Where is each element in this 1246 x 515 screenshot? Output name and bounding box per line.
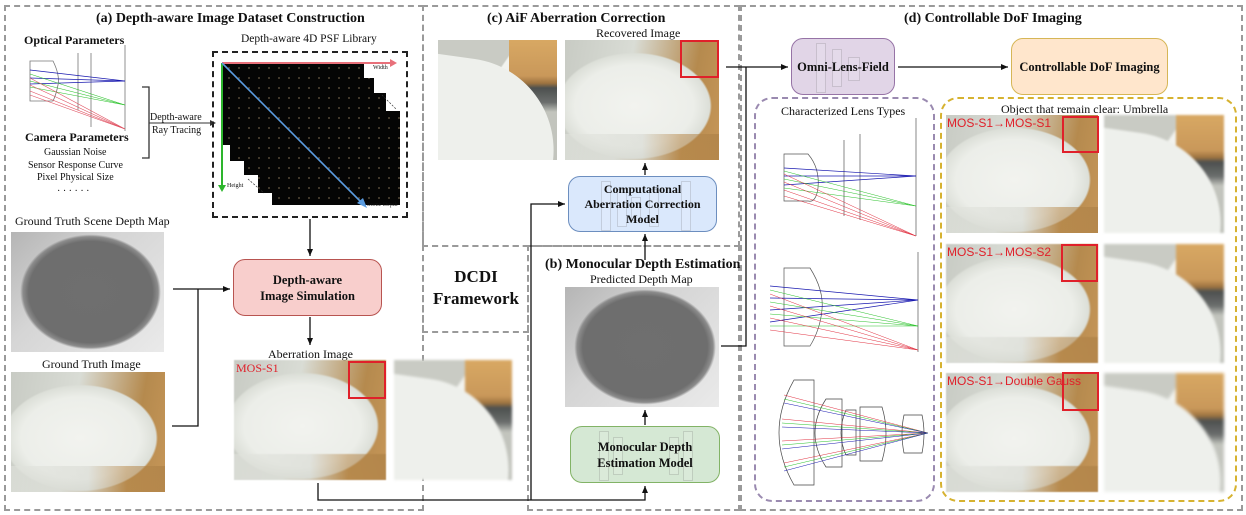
camera-item-pixel-size: Pixel Physical Size xyxy=(37,172,114,183)
gt-image xyxy=(11,372,165,492)
result-label-2: MOS-S1→MOS-S2 xyxy=(947,245,1052,259)
section-b-frame xyxy=(527,245,740,511)
section-a-title: (a) Depth-aware Image Dataset Constructi… xyxy=(96,11,365,26)
psf-library-frame xyxy=(212,51,408,218)
psf-axis-depth-label: Scene Depth xyxy=(367,202,398,208)
optical-parameters-label: Optical Parameters xyxy=(24,33,125,47)
result-crop-1 xyxy=(1104,115,1224,233)
aberration-crop-image xyxy=(394,360,512,480)
aberration-lens-label: MOS-S1 xyxy=(236,361,279,375)
dof-node-label: Controllable DoF Imaging xyxy=(1019,59,1160,74)
predicted-depth-title: Predicted Depth Map xyxy=(590,272,693,286)
framework-label-line-1: DCDI xyxy=(454,267,498,286)
ray-tracing-label-1: Depth-aware xyxy=(150,112,202,123)
camera-items-ellipsis: · · · · · · xyxy=(57,186,90,197)
psf-axis-height-label: Height xyxy=(227,183,244,189)
result-crop-2 xyxy=(1104,244,1224,363)
correction-node-line-2: Aberration Correction xyxy=(584,196,701,211)
recovered-image xyxy=(565,40,719,160)
ray-tracing-label-2: Ray Tracing xyxy=(152,125,202,136)
lens-types-title: Characterized Lens Types xyxy=(781,104,906,118)
lens-diagram-mos-s1 xyxy=(783,118,917,237)
result-label-3: MOS-S1→Double Gauss xyxy=(947,374,1082,388)
clear-object-title: Object that remain clear: Umbrella xyxy=(1001,102,1169,116)
gt-depth-map-image xyxy=(11,232,164,352)
lens-diagram-mos-s2 xyxy=(769,252,919,352)
result-image-2 xyxy=(946,244,1098,363)
lens-diagram-double-gauss xyxy=(778,379,929,486)
section-b-title: (b) Monocular Depth Estimation xyxy=(545,257,741,272)
recovered-crop-image xyxy=(438,40,557,160)
simulation-node-line-1: Depth-aware xyxy=(272,272,343,287)
result-image-3 xyxy=(946,373,1098,492)
framework-label: DCDI Framework xyxy=(424,266,528,310)
result-zoom-box-1 xyxy=(1062,116,1099,153)
correction-node-line-3: Model xyxy=(626,211,659,226)
depth-node-line-1: Monocular Depth xyxy=(597,439,693,454)
correction-node-line-1: Computational xyxy=(603,181,682,196)
controllable-dof-node[interactable]: Controllable DoF Imaging xyxy=(1011,38,1168,95)
aberration-zoom-box xyxy=(348,361,386,399)
results-panel xyxy=(940,97,1237,502)
psf-library-stack xyxy=(218,59,400,208)
result-crop-3 xyxy=(1104,373,1224,492)
camera-parameters-label: Camera Parameters xyxy=(25,130,129,144)
section-c-title: (c) AiF Aberration Correction xyxy=(487,11,666,26)
camera-item-sensor-response: Sensor Response Curve xyxy=(28,160,123,171)
framework-label-line-2: Framework xyxy=(433,289,519,308)
lens-types-panel xyxy=(754,97,935,502)
result-zoom-box-3 xyxy=(1062,372,1099,411)
predicted-depth-image xyxy=(565,287,719,407)
psf-library-title: Depth-aware 4D PSF Library xyxy=(241,33,377,45)
recovered-zoom-box xyxy=(680,40,719,78)
omni-lens-field-node[interactable]: Omni-Lens-Field xyxy=(791,38,895,95)
result-zoom-box-2 xyxy=(1061,244,1098,282)
gt-depth-map-title: Ground Truth Scene Depth Map xyxy=(15,214,170,228)
camera-item-gaussian-noise: Gaussian Noise xyxy=(44,147,107,158)
recovered-image-title: Recovered Image xyxy=(596,26,681,40)
psf-depth-axis xyxy=(221,62,363,204)
aberration-image-title: Aberration Image xyxy=(268,347,353,361)
gt-image-title: Ground Truth Image xyxy=(42,357,141,371)
depth-node-line-2: Estimation Model xyxy=(597,455,693,470)
aberration-image xyxy=(234,360,386,480)
optical-lens-diagram xyxy=(29,45,126,131)
section-d-title: (d) Controllable DoF Imaging xyxy=(904,11,1082,26)
omni-node-label: Omni-Lens-Field xyxy=(797,59,889,74)
psf-axis-width-label: Width xyxy=(373,65,388,71)
result-image-1 xyxy=(946,115,1098,233)
simulation-node-line-2: Image Simulation xyxy=(260,288,355,303)
result-label-1: MOS-S1→MOS-S1 xyxy=(947,116,1052,130)
